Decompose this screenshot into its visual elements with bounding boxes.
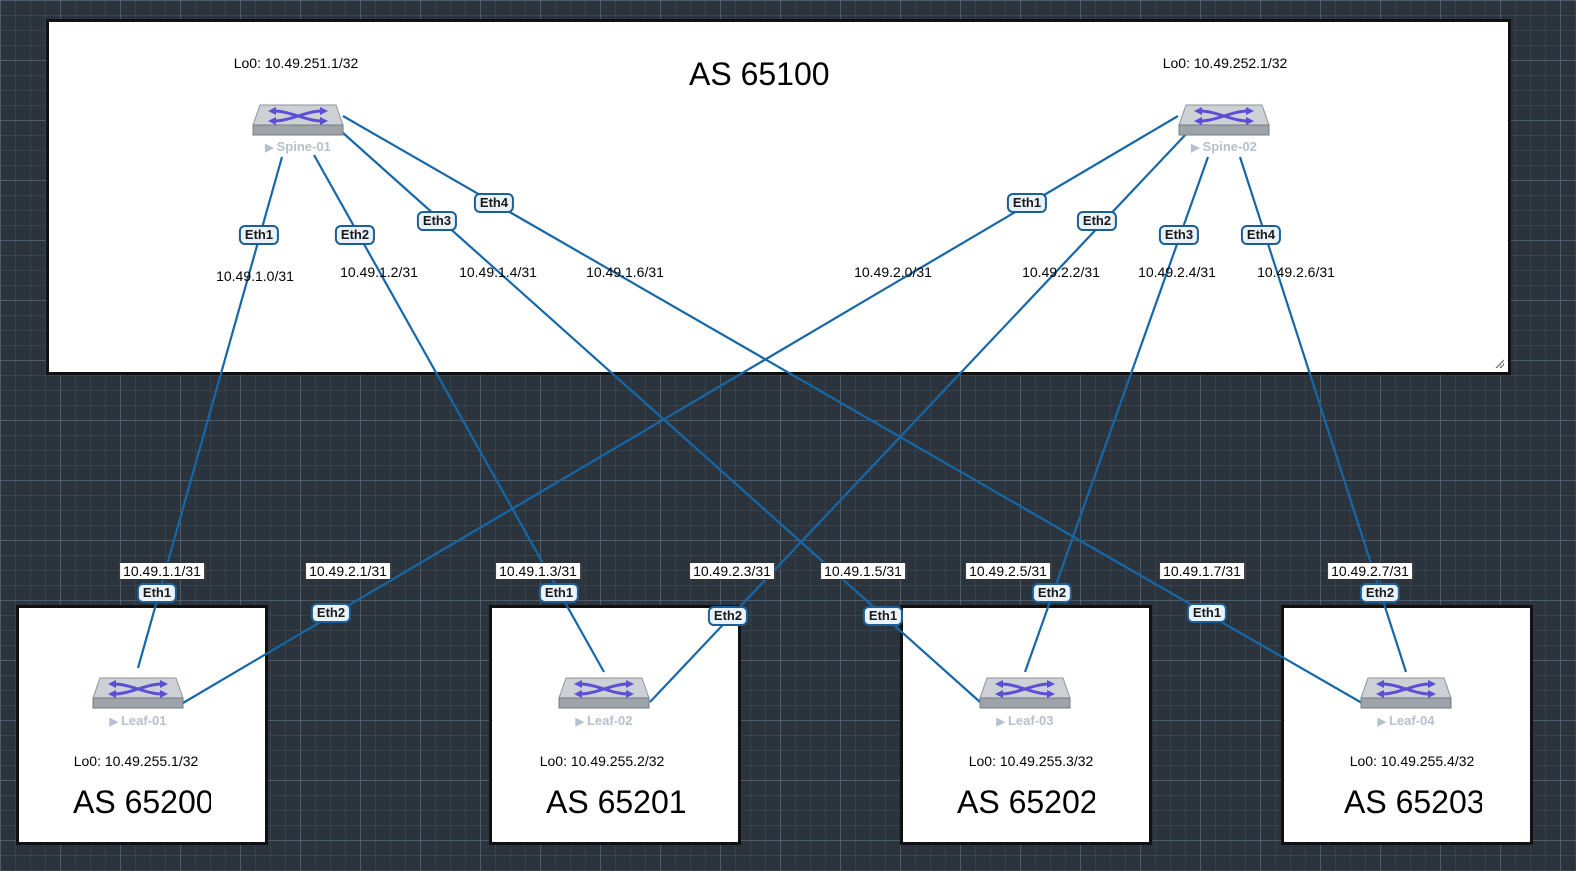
as-title: AS 65100 (689, 56, 830, 92)
link-ip-label: 10.49.2.1/31 (305, 562, 391, 580)
as-box-leaf-04[interactable]: AS 65203 (1281, 605, 1533, 845)
device-name-leaf-02[interactable]: ▶Leaf-02 (575, 713, 633, 728)
interface-badge[interactable]: Eth2 (1076, 211, 1118, 231)
link-ip-label: 10.49.1.2/31 (340, 264, 418, 280)
interface-badge[interactable]: Eth4 (1240, 225, 1282, 245)
as-title: AS 65200 (73, 784, 211, 820)
device-name-leaf-01[interactable]: ▶Leaf-01 (109, 713, 167, 728)
interface-badge[interactable]: Eth2 (334, 225, 376, 245)
as-box-leaf-01[interactable]: AS 65200 (16, 605, 268, 845)
play-icon: ▶ (996, 716, 1005, 728)
link-ip-label: 10.49.1.4/31 (459, 264, 537, 280)
interface-badge[interactable]: Eth2 (1359, 583, 1401, 603)
resize-handle-icon[interactable] (1494, 358, 1504, 368)
interface-badge[interactable]: Eth1 (1006, 193, 1048, 213)
play-icon: ▶ (109, 716, 118, 728)
device-name-spine-01[interactable]: ▶Spine-01 (265, 139, 331, 154)
as-box-leaf-03[interactable]: AS 65202 (900, 605, 1152, 845)
switch-icon[interactable] (1359, 676, 1453, 710)
link-ip-label: 10.49.1.1/31 (119, 562, 205, 580)
switch-icon[interactable] (91, 676, 185, 710)
as-title: AS 65203 (1344, 784, 1482, 820)
as-title: AS 65201 (546, 784, 687, 820)
loopback-label: Lo0: 10.49.255.3/32 (968, 753, 1094, 769)
interface-badge[interactable]: Eth2 (310, 603, 352, 623)
switch-icon[interactable] (1177, 103, 1271, 137)
link-ip-label: 10.49.2.3/31 (689, 562, 775, 580)
interface-badge[interactable]: Eth1 (862, 606, 904, 626)
loopback-label: Lo0: 10.49.255.4/32 (1349, 753, 1475, 769)
link-ip-label: 10.49.2.6/31 (1257, 264, 1335, 280)
interface-badge[interactable]: Eth3 (416, 211, 458, 231)
interface-badge[interactable]: Eth2 (1031, 583, 1073, 603)
switch-icon[interactable] (251, 103, 345, 137)
interface-badge[interactable]: Eth1 (1186, 603, 1228, 623)
interface-badge[interactable]: Eth1 (136, 583, 178, 603)
device-name-leaf-04[interactable]: ▶Leaf-04 (1377, 713, 1435, 728)
interface-badge[interactable]: Eth1 (538, 583, 580, 603)
device-name-spine-02[interactable]: ▶Spine-02 (1191, 139, 1257, 154)
play-icon: ▶ (1191, 142, 1200, 154)
link-ip-label: 10.49.2.5/31 (965, 562, 1051, 580)
link-ip-label: 10.49.2.4/31 (1138, 264, 1216, 280)
link-ip-label: 10.49.1.7/31 (1159, 562, 1245, 580)
interface-badge[interactable]: Eth4 (473, 193, 515, 213)
as-box-spine[interactable]: AS 65100 (46, 19, 1511, 375)
link-ip-label: 10.49.2.2/31 (1022, 264, 1100, 280)
play-icon: ▶ (265, 142, 274, 154)
play-icon: ▶ (575, 716, 584, 728)
loopback-label: Lo0: 10.49.255.2/32 (539, 753, 665, 769)
switch-icon[interactable] (978, 676, 1072, 710)
device-name-leaf-03[interactable]: ▶Leaf-03 (996, 713, 1054, 728)
as-title: AS 65202 (957, 784, 1095, 820)
link-ip-label: 10.49.1.0/31 (216, 268, 294, 284)
switch-icon[interactable] (557, 676, 651, 710)
as-box-leaf-02[interactable]: AS 65201 (489, 605, 741, 845)
loopback-label: Lo0: 10.49.252.1/32 (1162, 55, 1288, 71)
play-icon: ▶ (1377, 716, 1386, 728)
loopback-label: Lo0: 10.49.251.1/32 (233, 55, 359, 71)
link-ip-label: 10.49.1.5/31 (820, 562, 906, 580)
interface-badge[interactable]: Eth1 (238, 225, 280, 245)
link-ip-label: 10.49.1.3/31 (495, 562, 581, 580)
loopback-label: Lo0: 10.49.255.1/32 (73, 753, 199, 769)
interface-badge[interactable]: Eth2 (707, 606, 749, 626)
link-ip-label: 10.49.2.0/31 (854, 264, 932, 280)
interface-badge[interactable]: Eth3 (1158, 225, 1200, 245)
link-ip-label: 10.49.1.6/31 (586, 264, 664, 280)
link-ip-label: 10.49.2.7/31 (1327, 562, 1413, 580)
